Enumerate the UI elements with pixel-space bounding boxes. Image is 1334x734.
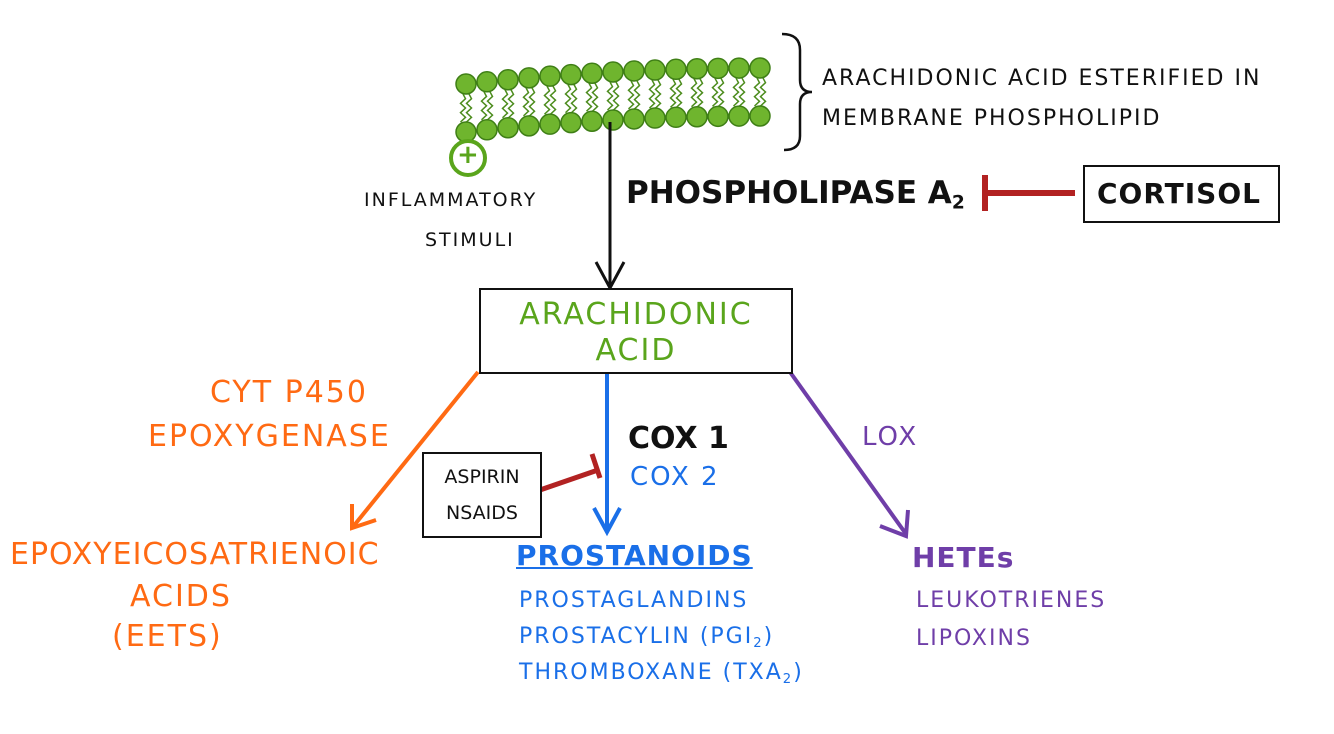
- right-item-2: Lipoxins: [916, 626, 1032, 651]
- prostanoid-item-3: Thromboxane (TXA2): [519, 660, 804, 687]
- prostanoid-item-3-suffix: ): [793, 660, 804, 685]
- hetes-title: HETEs: [912, 541, 1015, 574]
- prostanoid-item-3-text: Thromboxane (TXA: [519, 660, 783, 685]
- prostanoid-item-3-subscript: 2: [782, 671, 794, 687]
- cortisol-box: Cortisol: [1083, 165, 1280, 223]
- aspirin-inhibition-bar: [589, 453, 603, 479]
- prostanoid-item-2-suffix: ): [763, 624, 775, 649]
- stimulus-line2: stimuli: [425, 229, 515, 251]
- right-branch-arrow-head: [879, 509, 910, 539]
- prostanoid-item-2-subscript: 2: [753, 635, 764, 651]
- phospholipase-name: Phospholipase A: [626, 175, 952, 211]
- aspirin-box: Aspirin NSAIDs: [422, 452, 542, 538]
- brace-icon: [781, 32, 813, 152]
- lox-label: LOX: [862, 422, 919, 452]
- left-branch-arrow-head: [350, 504, 377, 531]
- cortisol-label: Cortisol: [1097, 177, 1261, 210]
- plus-sign: +: [457, 140, 479, 170]
- left-enzyme-line2: Epoxygenase: [148, 419, 391, 454]
- left-product-line1: Epoxyeicosatrienoic: [10, 537, 380, 572]
- aspirin-line1: Aspirin: [444, 466, 520, 488]
- phospholipase-subscript: 2: [951, 192, 965, 214]
- phospholipase-label: Phospholipase A2: [626, 178, 965, 213]
- left-product-line3: (EETs): [112, 619, 223, 654]
- phospholipid-bilayer-icon: [455, 57, 771, 143]
- left-branch-arrow: [350, 370, 480, 530]
- prostanoid-item-2-text: Prostacylin (PGI: [519, 624, 754, 649]
- stimulus-line1: Inflammatory: [364, 189, 538, 211]
- arachidonic-acid-box: Arachidonic acid: [479, 288, 793, 374]
- middle-branch-arrow-head: [592, 507, 622, 537]
- aspirin-inhibition-line: [539, 467, 599, 493]
- plus-circle-icon: [449, 139, 487, 177]
- membrane-label-line1: Arachidonic acid esterified in: [822, 66, 1262, 91]
- right-branch-arrow: [788, 370, 908, 536]
- prostanoids-title: Prostanoids: [516, 539, 753, 572]
- prostanoid-item-1: Prostaglandins: [519, 590, 748, 612]
- left-product-line2: acids: [130, 579, 232, 614]
- aspirin-line2: NSAIDs: [446, 502, 518, 524]
- left-enzyme-line1: CYT P450: [210, 375, 368, 410]
- membrane-label-line2: membrane phospholipid: [822, 106, 1162, 131]
- center-line2: acid: [595, 333, 677, 368]
- cox2-label: COX 2: [630, 462, 720, 492]
- prostanoid-item-1-text: Prostaglandins: [519, 588, 749, 613]
- right-item-1: Leukotrienes: [916, 588, 1107, 613]
- prostanoid-item-2: Prostacylin (PGI2): [519, 624, 775, 651]
- cox1-label: COX 1: [628, 421, 729, 456]
- center-line1: Arachidonic: [519, 297, 753, 332]
